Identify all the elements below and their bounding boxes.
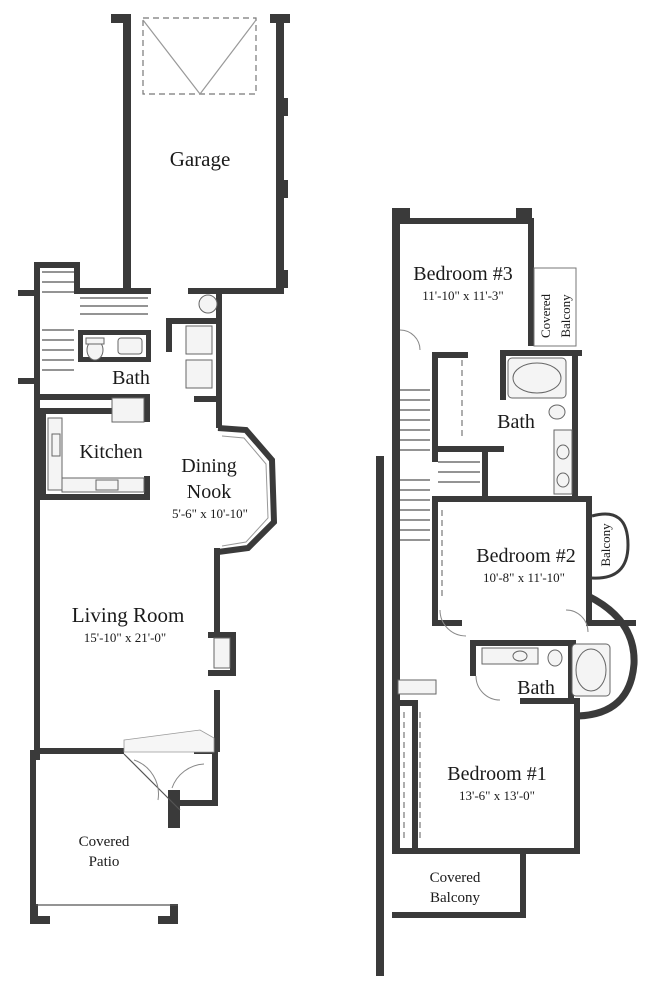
dining-bay-window	[217, 425, 278, 555]
bedroom2-balcony	[591, 512, 630, 580]
covered-front-balcony-label-line2: Balcony	[430, 890, 480, 906]
bedroom2-label: Bedroom #2	[476, 545, 575, 567]
bedroom1-label: Bedroom #1	[447, 763, 546, 785]
upper-bath-fixtures	[397, 357, 611, 697]
entry-tile	[123, 729, 215, 801]
bedroom3-label: Bedroom #3	[413, 263, 512, 285]
upper-stairs	[400, 389, 480, 541]
bedroom2-balcony-label: Balcony	[598, 523, 613, 567]
bedroom1-dimensions: 13'-6" x 13'-0"	[459, 788, 535, 803]
lower-bath-label: Bath	[517, 677, 555, 699]
dining-nook-label-line1: Dining	[181, 455, 237, 477]
dining-nook-label-line2: Nook	[187, 481, 231, 503]
living-fireplace	[213, 637, 231, 669]
covered-patio-label-line1: Covered	[79, 834, 130, 850]
covered-side-balcony-label-line1: Covered	[538, 293, 553, 338]
covered-side-balcony-outline	[533, 267, 577, 347]
dining-nook-dimensions: 5'-6" x 10'-10"	[172, 506, 248, 521]
kitchen-counters	[47, 397, 145, 493]
laundry-closets	[185, 325, 213, 389]
upper-floor-plan: Bedroom #3 11'-10" x 11'-3" Covered Balc…	[376, 208, 638, 976]
ground-floor-walls	[18, 262, 236, 924]
bedroom2-dimensions: 10'-8" x 11'-10"	[483, 570, 565, 585]
bedroom3-dimensions: 11'-10" x 11'-3"	[422, 288, 504, 303]
living-room-dimensions: 15'-10" x 21'-0"	[84, 630, 166, 645]
upper-bath-label: Bath	[497, 411, 535, 433]
covered-patio-label-line2: Patio	[89, 854, 120, 870]
ground-stairs	[42, 271, 148, 371]
ground-bath-fixtures	[85, 294, 218, 361]
closet-doors	[399, 329, 589, 840]
ground-bath-label: Bath	[112, 367, 150, 389]
bath-bay-wall	[577, 592, 638, 720]
covered-front-balcony-label-line1: Covered	[430, 870, 481, 886]
kitchen-label: Kitchen	[79, 441, 142, 463]
garage-door-outline	[142, 17, 257, 95]
living-room-label: Living Room	[72, 603, 185, 627]
upper-floor-walls	[376, 208, 636, 976]
garage-label: Garage	[170, 147, 231, 171]
ground-floor-plan: Garage Bath Kitchen Dining Nook 5'-6" x …	[18, 14, 290, 924]
covered-side-balcony-label-line2: Balcony	[558, 294, 573, 338]
